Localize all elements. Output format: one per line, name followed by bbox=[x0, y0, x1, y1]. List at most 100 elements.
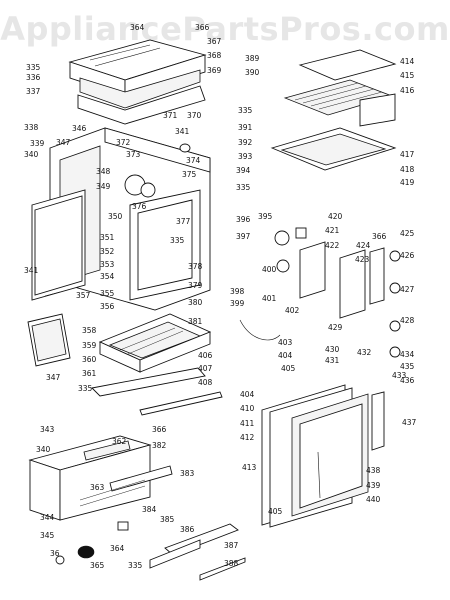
side-panel-left bbox=[31, 189, 86, 301]
part-label-404b: 404 bbox=[240, 390, 255, 399]
part-label-339: 339 bbox=[30, 139, 45, 148]
part-label-435: 435 bbox=[400, 362, 415, 371]
part-label-433: 433 bbox=[392, 371, 407, 380]
part-label-365: 365 bbox=[90, 561, 105, 570]
part-label-389: 389 bbox=[245, 54, 260, 63]
part-label-335: 335 bbox=[26, 63, 41, 72]
part-label-377: 377 bbox=[176, 217, 191, 226]
part-label-367: 367 bbox=[207, 37, 222, 46]
part-label-347b: 347 bbox=[46, 373, 61, 382]
part-label-385: 385 bbox=[160, 515, 175, 524]
part-label-415: 415 bbox=[400, 71, 415, 80]
part-label-405a: 405 bbox=[281, 364, 296, 373]
part-label-426: 426 bbox=[400, 251, 415, 260]
part-label-396: 396 bbox=[236, 215, 251, 224]
part-label-387: 387 bbox=[224, 541, 239, 550]
cooktop-top-panel bbox=[68, 39, 207, 125]
part-label-357: 357 bbox=[76, 291, 91, 300]
part-label-439: 439 bbox=[366, 481, 381, 490]
part-label-359: 359 bbox=[82, 341, 97, 350]
part-label-370: 370 bbox=[187, 111, 202, 120]
part-label-399: 399 bbox=[230, 299, 245, 308]
part-label-383: 383 bbox=[180, 469, 195, 478]
part-label-374: 374 bbox=[186, 156, 201, 165]
part-label-403: 403 bbox=[278, 338, 293, 347]
part-label-424: 424 bbox=[356, 241, 371, 250]
part-label-437: 437 bbox=[402, 418, 417, 427]
watermark: AppliancePartsPros.com bbox=[0, 10, 450, 48]
part-label-398: 398 bbox=[230, 287, 245, 296]
part-label-434: 434 bbox=[400, 350, 415, 359]
part-label-400: 400 bbox=[262, 265, 277, 274]
part-label-354: 354 bbox=[100, 272, 115, 281]
part-label-341a: 341 bbox=[175, 127, 190, 136]
part-label-394: 394 bbox=[236, 166, 251, 175]
part-label-414: 414 bbox=[400, 57, 415, 66]
oven-cabinet-body bbox=[49, 127, 211, 311]
part-label-421: 421 bbox=[325, 226, 340, 235]
part-label-440: 440 bbox=[366, 495, 381, 504]
part-label-345: 345 bbox=[40, 531, 55, 540]
part-label-355: 355 bbox=[100, 289, 115, 298]
part-label-380: 380 bbox=[188, 298, 203, 307]
bake-element bbox=[270, 127, 397, 171]
part-label-386: 386 bbox=[180, 525, 195, 534]
part-label-392: 392 bbox=[238, 138, 253, 147]
storage-drawer bbox=[28, 435, 173, 565]
part-label-376: 376 bbox=[132, 202, 147, 211]
part-label-397: 397 bbox=[236, 232, 251, 241]
part-label-362: 362 bbox=[112, 437, 127, 446]
kick-plate bbox=[117, 521, 246, 581]
part-label-343: 343 bbox=[40, 425, 55, 434]
part-label-351: 351 bbox=[100, 233, 115, 242]
part-label-438: 438 bbox=[366, 466, 381, 475]
part-label-401: 401 bbox=[262, 294, 277, 303]
part-label-347: 347 bbox=[56, 138, 71, 147]
part-label-390: 390 bbox=[245, 68, 260, 77]
part-label-372: 372 bbox=[116, 138, 131, 147]
part-label-335f: 335 bbox=[128, 561, 143, 570]
part-label-432: 432 bbox=[357, 348, 372, 357]
part-label-406: 406 bbox=[198, 351, 213, 360]
part-label-36: 36 bbox=[50, 549, 60, 558]
part-label-428: 428 bbox=[400, 316, 415, 325]
part-label-378: 378 bbox=[188, 262, 203, 271]
part-label-422: 422 bbox=[325, 241, 340, 250]
part-label-411: 411 bbox=[240, 419, 255, 428]
part-label-384: 384 bbox=[142, 505, 157, 514]
part-label-375: 375 bbox=[182, 170, 197, 179]
part-label-346: 346 bbox=[72, 124, 87, 133]
part-label-427: 427 bbox=[400, 285, 415, 294]
part-label-412: 412 bbox=[240, 433, 255, 442]
part-label-419: 419 bbox=[400, 178, 415, 187]
part-label-337: 337 bbox=[26, 87, 41, 96]
part-label-350: 350 bbox=[108, 212, 123, 221]
part-label-418: 418 bbox=[400, 165, 415, 174]
part-label-423: 423 bbox=[355, 255, 370, 264]
part-label-388: 388 bbox=[224, 559, 239, 568]
broiler-drawer bbox=[98, 313, 212, 373]
part-label-369: 369 bbox=[207, 66, 222, 75]
part-label-379: 379 bbox=[188, 281, 203, 290]
oven-rack-upper bbox=[283, 49, 397, 127]
part-label-391: 391 bbox=[238, 123, 253, 132]
part-label-348: 348 bbox=[96, 167, 111, 176]
part-label-366c: 366 bbox=[152, 425, 167, 434]
part-label-430: 430 bbox=[325, 345, 340, 354]
part-label-363: 363 bbox=[90, 483, 105, 492]
part-label-402: 402 bbox=[285, 306, 300, 315]
part-label-368: 368 bbox=[207, 51, 222, 60]
oven-door bbox=[261, 384, 385, 528]
part-label-366a: 366 bbox=[195, 23, 210, 32]
part-label-425: 425 bbox=[400, 229, 415, 238]
part-label-416: 416 bbox=[400, 86, 415, 95]
part-label-340b: 340 bbox=[36, 445, 51, 454]
part-label-349: 349 bbox=[96, 182, 111, 191]
part-label-341b: 341 bbox=[24, 266, 39, 275]
part-label-335b: 335 bbox=[170, 236, 185, 245]
part-label-395: 395 bbox=[258, 212, 273, 221]
part-label-338: 338 bbox=[24, 123, 39, 132]
part-label-417: 417 bbox=[400, 150, 415, 159]
